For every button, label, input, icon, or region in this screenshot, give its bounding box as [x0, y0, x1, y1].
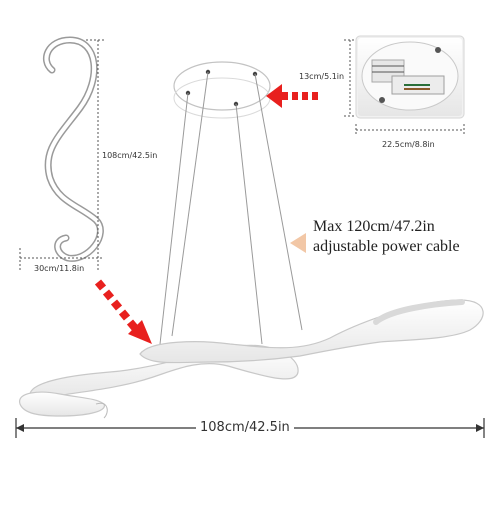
cable-adjustable-label: adjustable power cable — [313, 238, 460, 255]
canopy-photo — [355, 35, 465, 119]
hook-width-label: 30cm/11.8in — [34, 264, 85, 273]
cable-pointer — [290, 233, 306, 253]
suspension-cables — [157, 71, 303, 363]
fixture-width-label: 108cm/42.5in — [196, 420, 294, 435]
canopy-dimension-lines — [344, 39, 465, 136]
cable-length-label: Max 120cm/47.2in — [313, 218, 435, 235]
canopy-width-label: 22.5cm/8.8in — [382, 140, 435, 149]
canopy-height-label: 13cm/5.1in — [299, 72, 345, 81]
red-arrow-canopy — [266, 84, 318, 108]
red-arrow-fixture — [94, 279, 152, 344]
pendant-fixture — [19, 299, 484, 419]
hook-height-label: 108cm/42.5in — [102, 151, 158, 160]
hook-dimension-lines — [19, 39, 104, 270]
ceiling-canopy — [173, 61, 271, 119]
s-shape-outline — [43, 36, 104, 262]
